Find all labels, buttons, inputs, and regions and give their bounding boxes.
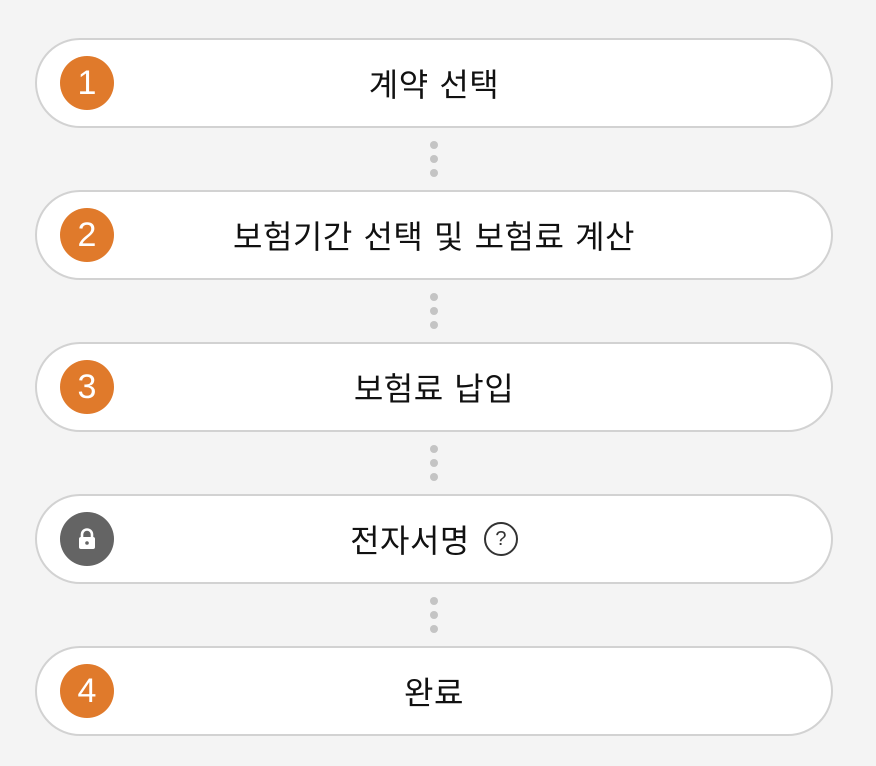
connector-dot (430, 321, 438, 329)
lock-icon (79, 528, 95, 549)
connector-dot (430, 141, 438, 149)
question-circle-icon[interactable]: ? (483, 522, 518, 556)
connector-dot (430, 459, 438, 467)
connector-dot (430, 293, 438, 301)
connector-dot (430, 611, 438, 619)
step-4-complete[interactable]: 4 완료 (35, 646, 833, 736)
step-connector (35, 280, 833, 342)
step-number-badge: 2 (60, 208, 114, 262)
step-label-wrap: 보험기간 선택 및 보험료 계산 (37, 192, 831, 278)
step-3-premium-payment[interactable]: 3 보험료 납입 (35, 342, 833, 432)
step-list: 1 계약 선택 2 보험기간 선택 및 보험료 계산 3 보험료 납입 (35, 38, 833, 736)
step-e-signature-locked[interactable]: 전자서명 ? (35, 494, 833, 584)
step-label-wrap: 계약 선택 (37, 40, 831, 126)
step-label-wrap: 전자서명 ? (37, 496, 831, 582)
step-label-wrap: 완료 (37, 648, 831, 734)
step-label: 보험기간 선택 및 보험료 계산 (233, 218, 635, 256)
connector-dot (430, 473, 438, 481)
step-2-period-premium[interactable]: 2 보험기간 선택 및 보험료 계산 (35, 190, 833, 280)
step-label: 완료 (404, 674, 464, 712)
connector-dot (430, 169, 438, 177)
connector-dot (430, 445, 438, 453)
step-connector (35, 584, 833, 646)
step-number-badge: 1 (60, 56, 114, 110)
connector-dot (430, 625, 438, 633)
step-number-badge: 3 (60, 360, 114, 414)
connector-dot (430, 597, 438, 605)
lock-badge (60, 512, 114, 566)
connector-dot (430, 307, 438, 315)
step-connector (35, 432, 833, 494)
step-connector (35, 128, 833, 190)
step-label: 계약 선택 (368, 66, 500, 104)
step-number-badge: 4 (60, 664, 114, 718)
step-label: 전자서명 (350, 522, 470, 560)
connector-dot (430, 155, 438, 163)
step-label: 보험료 납입 (353, 370, 515, 408)
step-label-wrap: 보험료 납입 (37, 344, 831, 430)
step-1-contract-select[interactable]: 1 계약 선택 (35, 38, 833, 128)
